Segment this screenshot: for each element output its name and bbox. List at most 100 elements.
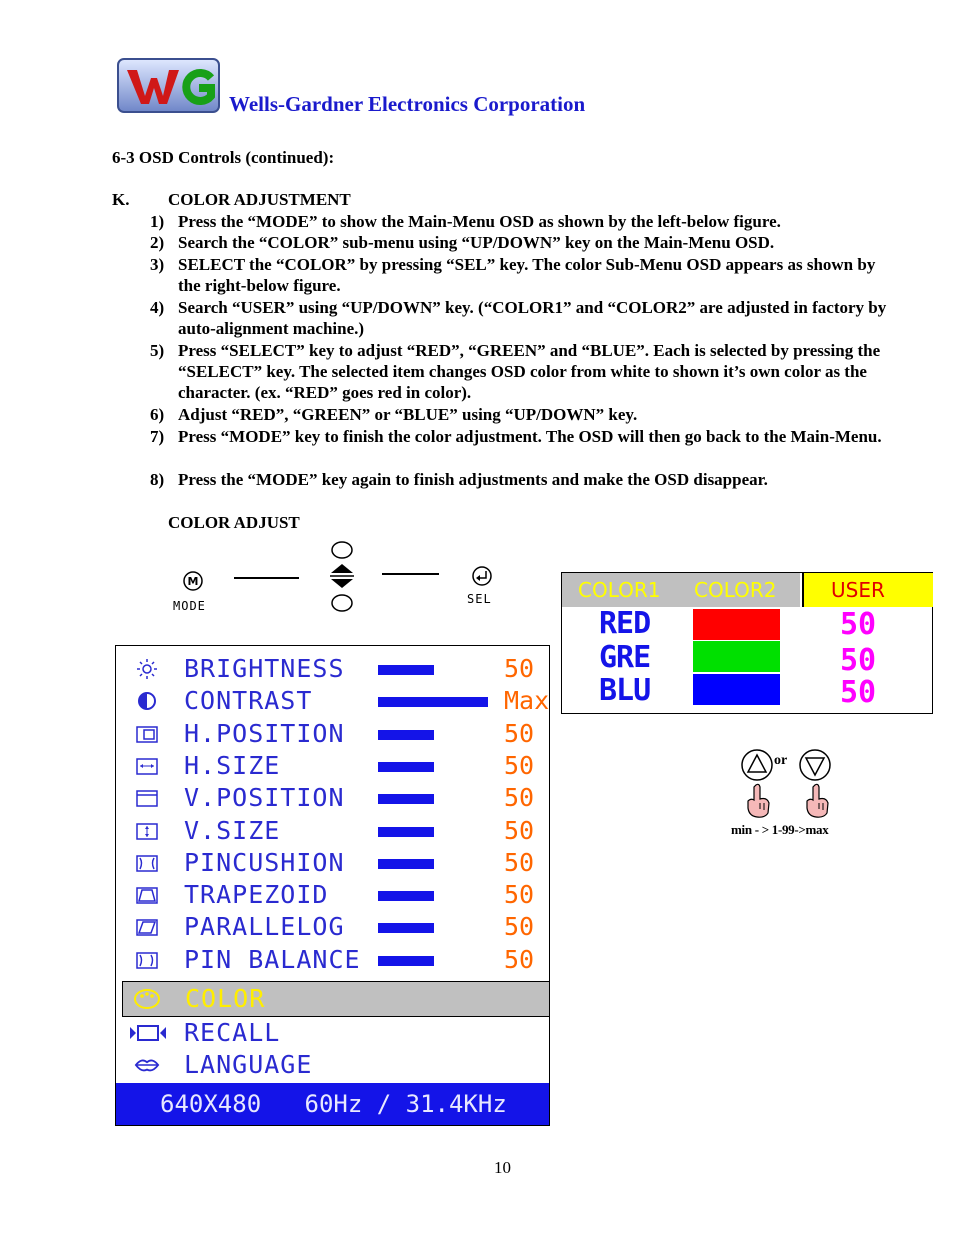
osd-item-parallelog[interactable]: PARALLELOG 50 (116, 910, 549, 942)
up-down-key-icon (330, 541, 354, 612)
osd-item-value: 50 (504, 750, 535, 780)
step-number: 8) (150, 470, 165, 489)
company-name: Wells-Gardner Electronics Corporation (229, 92, 586, 116)
language-lips-icon (134, 1059, 160, 1072)
osd-item-v-size[interactable]: V.SIZE 50 (116, 814, 549, 846)
osd-item-value: 50 (504, 815, 535, 845)
level-bar (378, 697, 488, 708)
recall-icon (130, 1025, 166, 1041)
osd-item-label: RECALL (184, 1018, 281, 1047)
tab-color1[interactable]: COLOR1 (562, 573, 682, 607)
osd-item-contrast[interactable]: CONTRAST Max (116, 684, 549, 716)
osd-item-value: Max (504, 686, 550, 716)
level-bar (378, 858, 434, 869)
enter-icon (472, 566, 492, 586)
level-bar (378, 955, 434, 966)
resolution-text: 640X480 60Hz / 31.4KHz (160, 1090, 507, 1118)
osd-item-label: V.POSITION (184, 783, 345, 813)
step-number: 3) (150, 255, 165, 274)
step-number: 1) (150, 212, 165, 231)
step-number: 4) (150, 298, 165, 317)
step-number: 7) (150, 427, 165, 446)
connector-line (382, 573, 439, 575)
level-bar (378, 665, 434, 675)
level-bar (378, 826, 434, 837)
osd-item-label: PARALLELOG (184, 912, 345, 942)
green-swatch (693, 641, 780, 672)
trapezoid-icon (136, 887, 158, 904)
channel-green-value: 50 (840, 643, 877, 678)
step-text: Press the “MODE” key again to finish adj… (178, 470, 768, 489)
tab-color2[interactable]: COLOR2 (682, 573, 800, 607)
range-hint: min - > 1-99->max (731, 822, 829, 837)
step-text: Press the “MODE” to show the Main-Menu O… (178, 212, 781, 231)
osd-item-label: V.SIZE (184, 815, 281, 845)
down-arrow-button-icon (799, 749, 831, 781)
channel-blue-label[interactable]: BLU (599, 673, 651, 708)
osd-item-trapezoid[interactable]: TRAPEZOID 50 (116, 878, 549, 910)
osd-item-label: H.POSITION (184, 718, 345, 748)
osd-item-color-selected[interactable]: COLOR (122, 981, 550, 1017)
item-letter: K. (112, 190, 130, 209)
or-label: or (774, 753, 788, 768)
osd-item-language[interactable]: LANGUAGE (116, 1048, 549, 1080)
osd-item-value: 50 (504, 912, 535, 942)
osd-item-value: 50 (504, 944, 535, 974)
mode-label: MODE (173, 599, 206, 613)
item-title: COLOR ADJUSTMENT (168, 190, 351, 209)
v-position-icon (136, 790, 158, 807)
channel-red-label[interactable]: RED (599, 606, 651, 641)
up-arrow-button-icon (741, 749, 773, 781)
step-text: Press “SELECT” key to adjust “RED”, “GRE… (178, 341, 881, 402)
figure-subtitle: COLOR ADJUST (168, 513, 300, 532)
osd-item-label: COLOR (185, 984, 266, 1013)
sel-label: SEL (467, 592, 492, 606)
sun-icon (137, 659, 157, 679)
h-position-icon (136, 725, 158, 743)
osd-item-brightness[interactable]: BRIGHTNESS 50 (116, 652, 549, 684)
osd-item-recall[interactable]: RECALL (116, 1016, 549, 1048)
h-size-icon (136, 758, 158, 775)
tab-user[interactable]: USER (802, 573, 933, 607)
osd-item-value: 50 (504, 654, 535, 683)
pointing-hand-icon (806, 783, 829, 818)
connector-line (234, 577, 299, 579)
parallelogram-icon (136, 919, 158, 937)
osd-item-label: BRIGHTNESS (184, 654, 345, 683)
osd-item-label: PIN BALANCE (184, 944, 361, 974)
pointing-hand-icon (747, 783, 770, 818)
step-text: Adjust “RED”, “GREEN” or “BLUE” using “U… (178, 405, 638, 424)
osd-item-label: H.SIZE (184, 750, 281, 780)
osd-item-pin-balance[interactable]: PIN BALANCE 50 (116, 943, 549, 975)
mode-key: M (180, 570, 208, 597)
pincushion-icon (136, 855, 158, 872)
osd-item-label: TRAPEZOID (184, 880, 329, 910)
osd-item-label: CONTRAST (184, 686, 313, 716)
sel-key (469, 565, 495, 592)
mode-icon: M (183, 571, 203, 591)
step-text: Press “MODE” key to finish the color adj… (178, 427, 882, 446)
channel-green-label[interactable]: GRE (599, 640, 651, 675)
step-number: 5) (150, 341, 165, 360)
step-text: Search “USER” using “UP/DOWN” key. (“COL… (178, 298, 887, 338)
osd-item-value: 50 (504, 880, 535, 910)
blue-swatch (693, 674, 780, 705)
osd-resolution-footer: 640X480 60Hz / 31.4KHz (116, 1083, 549, 1125)
osd-item-value: 50 (504, 847, 535, 877)
contrast-icon (138, 692, 156, 711)
section-title: 6-3 OSD Controls (continued): (112, 148, 335, 167)
v-size-icon (136, 822, 158, 840)
level-bar (378, 761, 434, 772)
palette-icon (134, 989, 160, 1009)
color-submenu-osd: COLOR1 COLOR2 USER RED 50 GRE 50 BLU 50 (561, 572, 933, 714)
level-bar (378, 794, 434, 805)
svg-text:M: M (188, 575, 199, 588)
step-text: Search the “COLOR” sub-menu using “UP/DO… (178, 233, 775, 252)
osd-item-h-size[interactable]: H.SIZE 50 (116, 749, 549, 781)
channel-blue-value: 50 (840, 675, 877, 710)
wg-logo (117, 58, 220, 113)
